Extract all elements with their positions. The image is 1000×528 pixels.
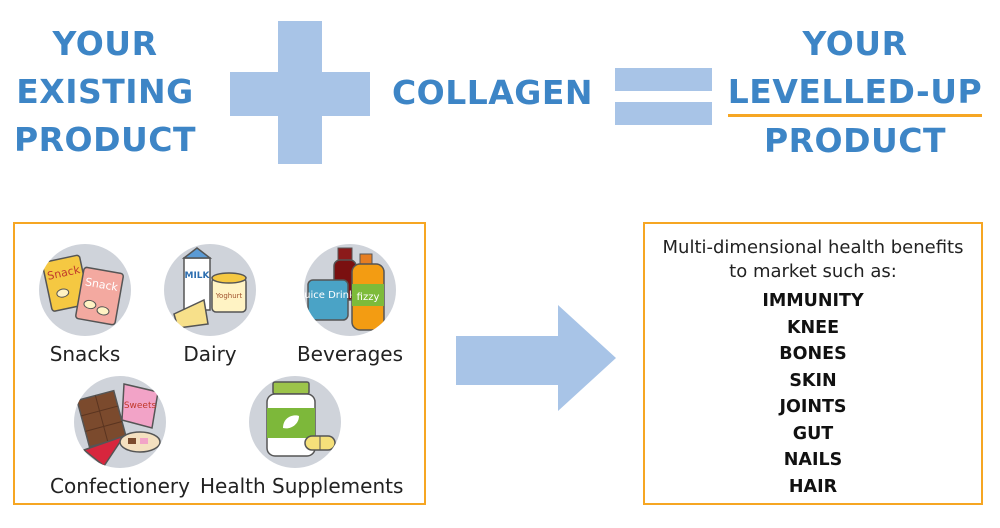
benefit-item: IMMUNITY [762, 291, 864, 311]
benefit-item: SKIN [789, 370, 837, 391]
benefit-item: GUT [792, 423, 834, 444]
equals-sign-bottom-bar [615, 102, 712, 125]
levelled-up-product-heading: YOUR LEVELLED-UP PRODUCT [705, 20, 1000, 165]
product-label: Beverages [296, 342, 404, 366]
benefit-item: BONES [779, 344, 847, 364]
product-confectionery: Sweets Confectionery [50, 376, 190, 498]
existing-product-heading: YOUR EXISTING PRODUCT [0, 20, 210, 164]
product-snacks: Snack Snack Snacks [35, 244, 135, 366]
product-beverages: Juice Drink fizzy Beverages [290, 244, 410, 366]
heading-line: YOUR [52, 24, 158, 63]
package-text: Juice Drink [304, 290, 355, 301]
heading-line: PRODUCT [13, 120, 197, 159]
existing-products-panel: Snack Snack Snacks MILK Yoghurt [13, 222, 426, 505]
benefits-intro-line: Multi-dimensional health benefits [662, 237, 964, 258]
milk-yoghurt-cheese-icon: MILK Yoghurt [164, 244, 256, 336]
snack-bags-icon: Snack Snack [39, 244, 131, 336]
supplement-jar-icon [249, 376, 341, 468]
heading-line: YOUR [802, 24, 908, 63]
product-label: Dairy [183, 342, 237, 366]
drink-bottles-icon: Juice Drink fizzy [304, 244, 396, 336]
product-label: Snacks [49, 342, 121, 366]
benefits-intro: Multi-dimensional health benefits to mar… [645, 236, 981, 284]
underlined-text: LEVELLED-UP [727, 70, 983, 117]
product-label: Health Supplements [200, 474, 404, 498]
product-health-supplements: Health Supplements [200, 376, 404, 498]
benefit-item: NAILS [783, 450, 843, 470]
right-arrow-icon [456, 305, 616, 411]
benefit-item: HAIR [788, 476, 838, 497]
benefit-list: IMMUNITY KNEE BONES SKIN JOINTS GUT NAIL… [645, 288, 981, 500]
collagen-heading: COLLAGEN [391, 73, 594, 112]
product-label: Confectionery [50, 474, 190, 498]
package-text: fizzy [357, 292, 380, 303]
package-text: Sweets [124, 401, 157, 411]
benefits-intro-line: to market such as: [729, 261, 897, 282]
plus-sign-horizontal [230, 72, 370, 116]
package-text: MILK [184, 271, 210, 281]
heading-line-underlined: LEVELLED-UP [705, 68, 1000, 117]
product-dairy: MILK Yoghurt Dairy [160, 244, 260, 366]
benefits-panel: Multi-dimensional health benefits to mar… [643, 222, 983, 505]
chocolate-sweets-icon: Sweets [74, 376, 166, 468]
benefit-item: JOINTS [779, 397, 847, 417]
equals-sign-top-bar [615, 68, 712, 91]
benefit-item: KNEE [786, 317, 840, 338]
package-text: Snack [84, 275, 119, 294]
package-text: Yoghurt [215, 292, 243, 300]
heading-line: EXISTING [16, 72, 194, 111]
heading-line: PRODUCT [763, 121, 947, 160]
